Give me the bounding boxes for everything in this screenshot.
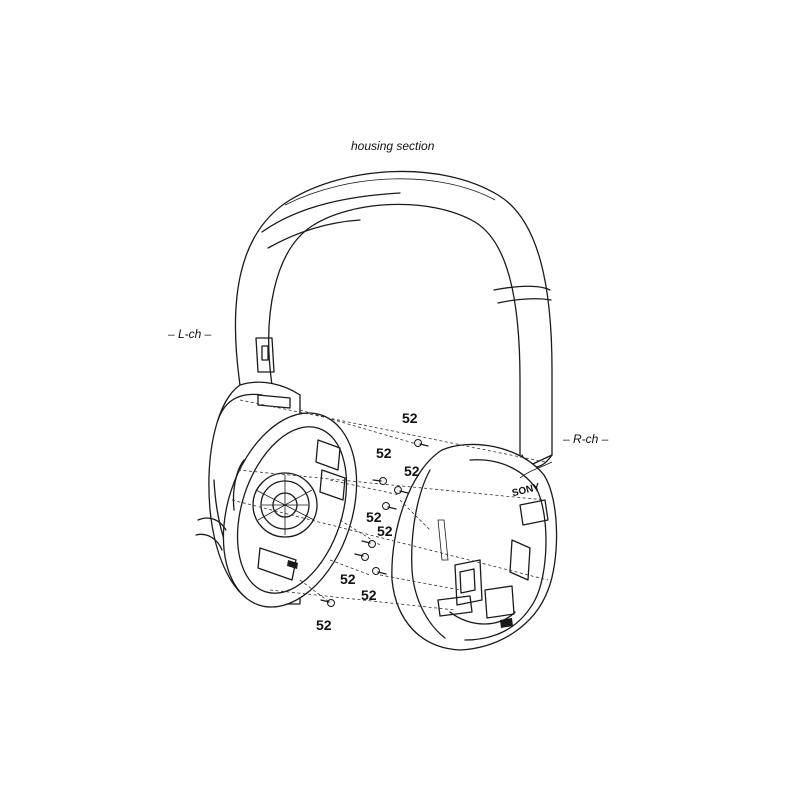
- part-ref-52: 52: [361, 587, 377, 603]
- housing-section-label: housing section: [351, 139, 435, 153]
- right-ear-cup: [391, 443, 558, 651]
- part-ref-52: 52: [376, 445, 392, 461]
- left-ear-cup: [195, 381, 358, 608]
- screw-4: [382, 502, 397, 510]
- right-board: [454, 559, 483, 606]
- screw-8: [320, 599, 335, 607]
- screws: [320, 439, 429, 607]
- part-ref-52: 52: [340, 571, 356, 587]
- screw-7: [372, 567, 387, 575]
- part-ref-52: 52: [377, 523, 393, 539]
- right-channel-label: – R-ch –: [563, 432, 609, 446]
- left-board: [315, 439, 341, 471]
- screw-2: [372, 477, 387, 485]
- part-ref-52: 52: [404, 463, 420, 479]
- part-ref-52: 52: [366, 509, 382, 525]
- part-ref-52: 52: [316, 617, 332, 633]
- screw-5: [361, 540, 376, 548]
- left-housing-ring: [222, 412, 358, 608]
- screw-1: [414, 439, 429, 447]
- part-ref-52: 52: [402, 410, 418, 426]
- assembly-lines: [231, 399, 549, 611]
- right-ear-pad: [391, 443, 558, 651]
- screw-3: [394, 486, 409, 494]
- left-channel-label: – L-ch –: [168, 327, 212, 341]
- screw-6: [354, 553, 369, 561]
- headband: [234, 170, 553, 471]
- left-driver: [252, 472, 318, 538]
